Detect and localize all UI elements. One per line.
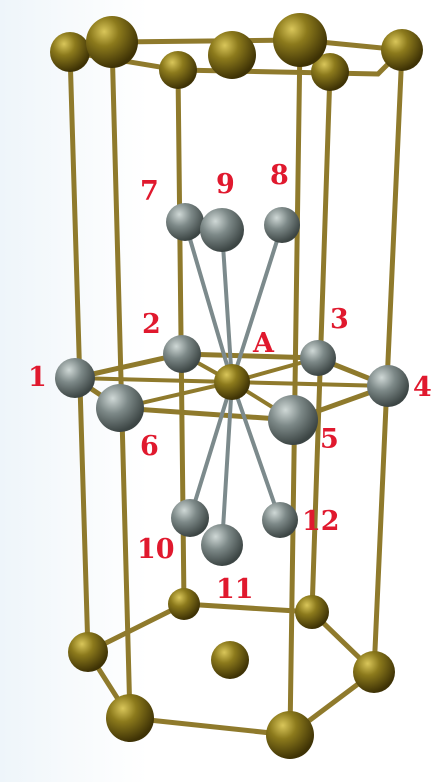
frame-atom	[159, 51, 197, 89]
center-bond	[230, 380, 390, 388]
label-3: 3	[330, 304, 349, 335]
frame-atom	[273, 13, 327, 67]
neighbor-atom-7	[166, 203, 204, 241]
vertical-bond	[67, 49, 91, 655]
neighbor-atom-4	[367, 365, 409, 407]
frame-atom	[266, 711, 314, 759]
frame-atom	[106, 694, 154, 742]
neighbor-atom-2	[163, 335, 201, 373]
vertical-bond	[371, 47, 405, 675]
label-12: 12	[302, 506, 340, 537]
neighbor-atom-5	[268, 395, 318, 445]
label-9: 9	[216, 169, 235, 200]
neighbor-atom-11	[201, 524, 243, 566]
frame-atom	[50, 32, 90, 72]
neighbor-atom-1	[55, 358, 95, 398]
label-11: 11	[216, 574, 254, 605]
neighbor-atom-10	[171, 499, 209, 537]
frame-atom	[353, 651, 395, 693]
label-7: 7	[140, 176, 159, 207]
neighbor-bond	[183, 220, 234, 384]
neighbor-bond	[220, 380, 234, 547]
vertical-bond	[287, 37, 303, 738]
frame-atom	[86, 16, 138, 68]
frame-atom	[211, 641, 249, 679]
neighbor-bonds	[183, 220, 284, 547]
neighbor-atom-6	[96, 384, 144, 432]
neighbor-atoms	[55, 203, 409, 566]
label-2: 2	[142, 309, 161, 340]
label-a: A	[252, 328, 275, 359]
atom-labels: 7 9 8 2 A 3 1 4 6 5 10 12 11	[28, 160, 432, 605]
label-10: 10	[137, 534, 175, 565]
frame-atom	[295, 595, 329, 629]
neighbor-atom-9	[200, 208, 244, 252]
neighbor-bond	[188, 380, 234, 520]
frame-atom	[311, 53, 349, 91]
center-bond	[73, 376, 234, 384]
label-1: 1	[28, 362, 47, 393]
neighbor-atom-3	[300, 340, 336, 376]
neighbor-bond	[220, 228, 234, 384]
label-6: 6	[140, 431, 159, 462]
neighbor-bond	[230, 223, 284, 384]
frame-atom	[208, 31, 256, 79]
neighbor-bond	[230, 380, 282, 522]
label-8: 8	[270, 160, 289, 191]
central-atom-a	[214, 364, 250, 400]
frame-atoms	[50, 13, 423, 759]
frame-atom	[68, 632, 108, 672]
neighbor-atom-12	[262, 502, 298, 538]
frame-atom	[168, 588, 200, 620]
frame-atom	[381, 29, 423, 71]
neighbor-atom-8	[264, 207, 300, 243]
label-4: 4	[413, 372, 432, 403]
label-5: 5	[320, 424, 339, 455]
